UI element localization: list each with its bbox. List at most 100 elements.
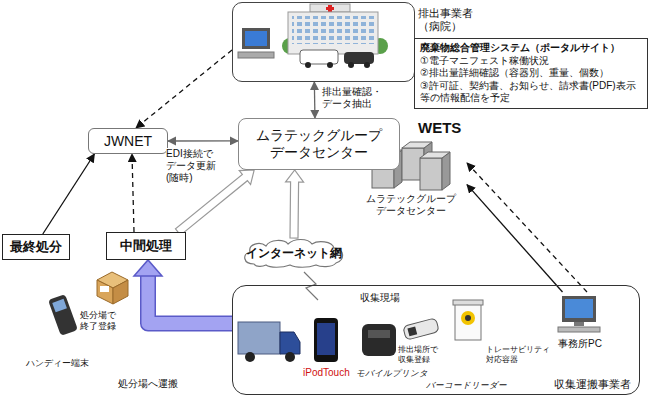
connector — [467, 185, 563, 292]
note-heading: 廃棄物総合管理システム（ポータルサイト） — [420, 42, 620, 55]
node-text: ムラテックグループ データセンター — [243, 127, 395, 161]
car-illustration — [300, 50, 374, 68]
hospital-illustration — [326, 7, 334, 10]
collector-region: 収集運搬事業者 事務所PC — [232, 285, 640, 395]
server-illustration — [402, 142, 432, 148]
edge-label: EDI接続で データ更新 (随時) — [166, 148, 222, 184]
transport-arrow-body — [148, 275, 232, 324]
office-pc-illustration — [565, 299, 593, 318]
traceability-container-illustration — [465, 315, 471, 321]
node-text: 最終処分 — [10, 239, 62, 255]
hospital-illustration — [310, 4, 350, 12]
car-illustration — [344, 52, 374, 64]
connector — [43, 154, 95, 234]
caption-label: 処分場へ運搬 — [118, 378, 178, 390]
connector — [136, 50, 232, 128]
office-pc-node: 事務所PC — [545, 292, 615, 350]
car-illustration — [327, 62, 333, 68]
car-illustration — [300, 50, 338, 64]
node-text: 排出事業者 （病院） — [418, 7, 482, 33]
ipod-illustration — [317, 323, 335, 355]
internet-cloud: インターネット網 — [240, 238, 348, 268]
traceability-container-illustration — [453, 300, 483, 305]
ipod-illustration — [314, 318, 338, 362]
node-text: 中間処理 — [120, 238, 172, 254]
handy-terminal-illustration — [48, 294, 78, 336]
connector — [314, 82, 316, 118]
traceability-container-illustration — [453, 300, 483, 340]
cargo-box-illustration — [97, 280, 113, 304]
transport-arrow-head — [134, 260, 162, 276]
caption-label: バーコードリーダー — [426, 380, 507, 390]
emitter-box: 排出事業者 （病院） — [232, 2, 415, 82]
truck-illustration — [285, 352, 295, 362]
signal-bolt — [304, 272, 318, 300]
caption-label: iPodTouch — [303, 367, 350, 379]
caption-label: 処分場で 終了登録 — [80, 310, 126, 332]
printer-illustration — [362, 324, 396, 356]
edge-label: 排出量確認・ データ抽出 — [322, 86, 388, 110]
node-text: ③許可証、契約書、お知らせ、請求書(PDF)表示 等の情報配信を予定 — [420, 80, 642, 105]
cargo-box-illustration — [100, 286, 109, 292]
connector — [467, 163, 587, 292]
connector-line — [467, 185, 563, 292]
hospital-illustration — [288, 12, 378, 54]
printer-illustration — [362, 324, 396, 356]
handy-terminal-illustration — [52, 299, 67, 313]
handy-terminal-illustration — [48, 294, 78, 336]
hollow-arrow — [286, 170, 304, 238]
caption-label: モバイルプリンタ — [356, 368, 428, 378]
server-node: ムラテックグループ データセンター — [355, 145, 467, 217]
caption-label: トレーサビリティ 対応容器 — [486, 345, 554, 364]
hospital-pc-illustration — [245, 31, 267, 46]
printer-illustration — [368, 330, 390, 338]
signal-bolt — [304, 272, 318, 300]
caption-label: 排出場所で 収集登録 — [398, 345, 444, 364]
connector-line — [168, 140, 238, 141]
traceability-container-illustration — [455, 302, 481, 340]
caption-label: 収集現場 — [360, 292, 400, 304]
truck-illustration — [238, 322, 300, 362]
system-name: WETS — [418, 119, 461, 137]
connector-line — [136, 50, 232, 128]
traceability-container-illustration — [461, 311, 475, 325]
node-text: インターネット網 — [246, 246, 342, 260]
cargo-box-illustration — [97, 272, 128, 304]
cloud-outline — [245, 240, 343, 268]
hospital-pc-illustration — [238, 52, 274, 58]
car-illustration — [348, 62, 354, 68]
hospital-pc-illustration — [242, 28, 270, 49]
barcode-reader-illustration — [403, 318, 439, 340]
connector-line — [314, 82, 316, 118]
node-text: 収集運搬事業者 — [554, 378, 631, 391]
barcode-reader-illustration — [403, 318, 439, 340]
caption-label: ハンディー端末 — [26, 358, 89, 369]
ipod-illustration — [314, 318, 338, 362]
cargo-box-illustration — [113, 280, 128, 304]
node-text: JWNET — [104, 133, 152, 150]
barcode-reader-illustration — [407, 326, 417, 336]
server-illustration — [420, 158, 442, 190]
car-illustration — [364, 62, 370, 68]
office-pc-illustration — [574, 322, 584, 326]
intermediate-box: 中間処理 — [106, 232, 186, 260]
node-text: 事務所PC — [558, 338, 602, 350]
hospital-illustration — [282, 4, 388, 54]
transport-arrow-outline — [148, 275, 232, 324]
transport-arrow — [134, 260, 232, 324]
server-illustration — [420, 152, 450, 158]
car-illustration — [305, 62, 311, 68]
truck-illustration — [280, 332, 300, 354]
office-pc-illustration — [562, 296, 596, 322]
connector-line — [132, 154, 134, 232]
connector-line — [43, 154, 95, 234]
office-pc-illustration — [558, 296, 600, 332]
node-text: ②排出量詳細確認（容器別、重量、個数） — [420, 67, 609, 80]
node-text: ①電子マニフェスト稼働状況 — [420, 55, 549, 68]
connector — [132, 154, 134, 232]
datacenter-box: ムラテックグループ データセンター — [238, 118, 400, 170]
hospital-illustration — [292, 16, 374, 44]
